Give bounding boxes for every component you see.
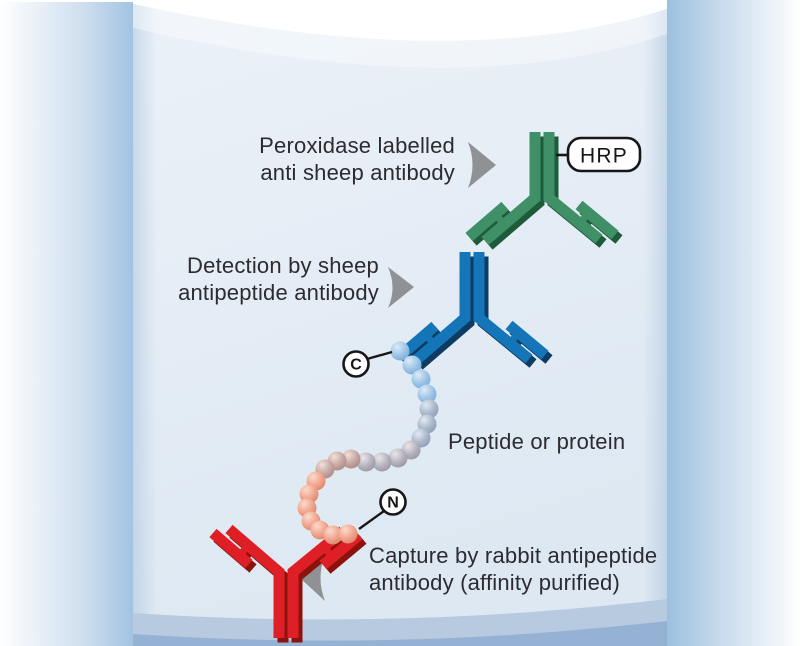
hrp-tag-label: HRP — [580, 145, 628, 168]
annotation-line: Detection by sheep — [187, 253, 379, 278]
c-terminus-badge — [342, 350, 370, 378]
pointer-arrow-capture — [300, 555, 325, 601]
peptide-bead — [372, 452, 392, 472]
peptide-bead — [341, 449, 361, 469]
hrp-tag — [566, 136, 642, 173]
annotation-capture: Capture by rabbit antipeptide antibody (… — [369, 542, 657, 596]
well-floor-shadow-strip — [133, 621, 667, 646]
n-terminus-badge — [379, 488, 407, 516]
pointer-arrow-peroxidase — [468, 142, 496, 188]
pointer-arrow-detection — [388, 267, 414, 308]
right-curved-band — [667, 0, 801, 646]
c-terminus-label: C — [350, 357, 362, 374]
panel-left-shade — [133, 0, 157, 646]
panel-top-highlight — [133, 0, 667, 41]
annotation-line: antipeptide antibody — [178, 280, 379, 305]
annotation-line: anti sheep antibody — [260, 160, 455, 185]
annotation-detection: Detection by sheep antipeptide antibody — [178, 252, 379, 306]
peptide-chain — [297, 341, 439, 545]
peptide-bead — [419, 399, 439, 419]
peptide-bead — [323, 525, 343, 545]
peptide-bead — [299, 484, 319, 504]
n-terminus-label: N — [387, 495, 399, 512]
peptide-bead — [417, 384, 437, 404]
peptide-bead — [356, 452, 376, 472]
c-connector-line — [366, 350, 393, 361]
n-connector-line — [358, 510, 385, 530]
left-curved-band — [0, 2, 133, 646]
annotation-line: Peroxidase labelled — [259, 133, 455, 158]
peptide-bead — [402, 355, 422, 375]
peptide-bead — [388, 448, 408, 468]
peptide-bead — [411, 369, 431, 389]
panel-right-shade — [643, 0, 667, 646]
annotation-peroxidase: Peroxidase labelled anti sheep antibody — [259, 132, 455, 186]
peptide-bead — [390, 341, 410, 361]
annotation-line: Capture by rabbit antipeptide — [369, 543, 658, 568]
annotation-line: antibody (affinity purified) — [369, 570, 620, 595]
panel-top-highlight-soft — [133, 4, 667, 68]
peptide-bead — [338, 524, 358, 544]
annotation-peptide: Peptide or protein — [448, 428, 625, 455]
annotation-line: Peptide or protein — [448, 429, 626, 454]
